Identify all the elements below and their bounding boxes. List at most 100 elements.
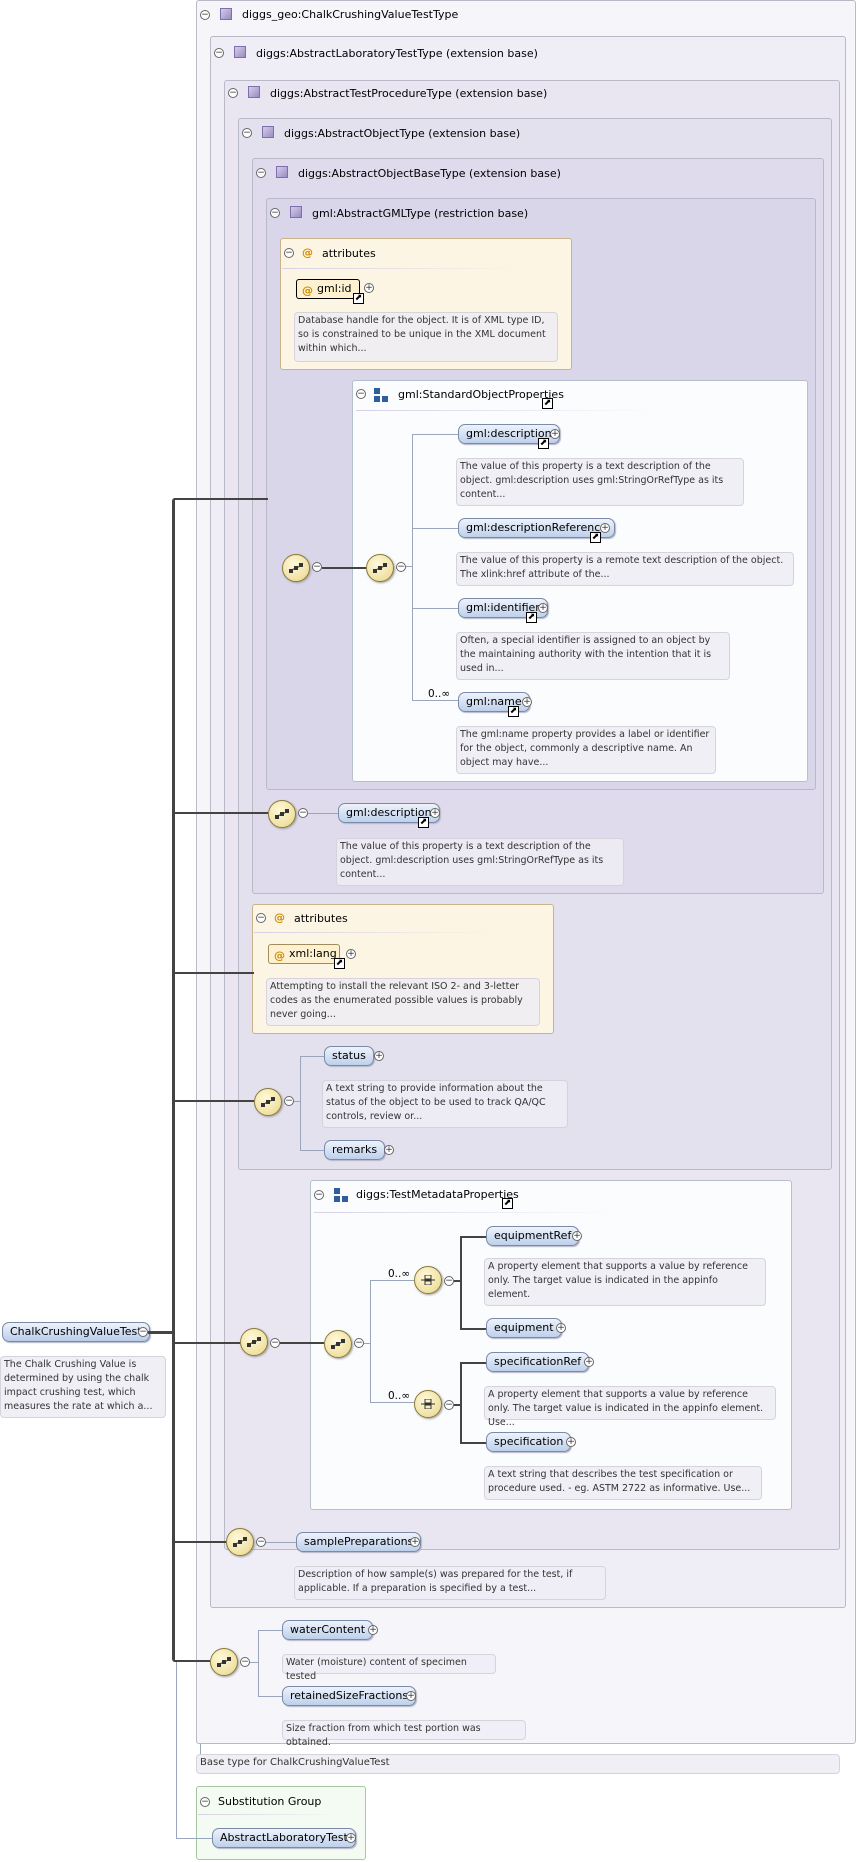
- sequence-compositor-icon[interactable]: [210, 1648, 238, 1676]
- collapse-icon[interactable]: −: [256, 913, 266, 923]
- collapse-icon[interactable]: −: [270, 208, 280, 218]
- connector: [174, 1541, 226, 1543]
- connector: [258, 1696, 282, 1697]
- expand-icon[interactable]: +: [364, 283, 374, 293]
- complex-type-icon: [234, 46, 246, 58]
- connector: [460, 1236, 462, 1328]
- connector: [176, 1662, 177, 1838]
- connector: [258, 1630, 259, 1696]
- expand-icon[interactable]: +: [346, 1833, 356, 1843]
- sample-preparations-element[interactable]: samplePreparations: [296, 1532, 422, 1552]
- expand-icon[interactable]: +: [538, 603, 548, 613]
- equipment-element[interactable]: equipment: [486, 1318, 562, 1338]
- sequence-compositor-icon[interactable]: [226, 1528, 254, 1556]
- specification-element[interactable]: specification: [486, 1432, 572, 1452]
- connector: [200, 1744, 201, 1754]
- gml-attributes-title: attributes: [322, 247, 376, 260]
- connector: [174, 1660, 210, 1662]
- collapse-icon[interactable]: −: [354, 1338, 364, 1348]
- expand-icon[interactable]: +: [368, 1625, 378, 1635]
- collapse-icon[interactable]: −: [242, 128, 252, 138]
- objbase-gml-description-element[interactable]: gml:description: [338, 803, 440, 823]
- expand-icon[interactable]: +: [566, 1437, 576, 1447]
- collapse-icon[interactable]: −: [298, 808, 308, 818]
- reference-arrow-icon[interactable]: ⬈: [353, 293, 364, 304]
- attribute-icon: @: [302, 284, 313, 297]
- gml-identifier-element[interactable]: gml:identifier: [458, 598, 548, 618]
- status-element[interactable]: status: [324, 1046, 374, 1066]
- expand-icon[interactable]: +: [522, 697, 532, 707]
- sequence-compositor-icon[interactable]: [282, 554, 310, 582]
- gml-description-element[interactable]: gml:description: [458, 424, 560, 444]
- reference-arrow-icon[interactable]: ⬈: [502, 1198, 513, 1209]
- expand-icon[interactable]: +: [584, 1357, 594, 1367]
- collapse-icon[interactable]: −: [214, 48, 224, 58]
- remarks-element[interactable]: remarks: [324, 1140, 386, 1160]
- collapse-icon[interactable]: −: [314, 1190, 324, 1200]
- collapse-icon[interactable]: −: [138, 1327, 148, 1337]
- collapse-icon[interactable]: −: [444, 1276, 454, 1286]
- specification-ref-element[interactable]: specificationRef: [486, 1352, 590, 1372]
- reference-arrow-icon[interactable]: ⬈: [590, 532, 601, 543]
- reference-arrow-icon[interactable]: ⬈: [418, 817, 429, 828]
- expand-icon[interactable]: +: [572, 1231, 582, 1241]
- sequence-compositor-icon[interactable]: [254, 1088, 282, 1116]
- gml-id-doc: Database handle for the object. It is of…: [294, 312, 558, 362]
- expand-icon[interactable]: +: [600, 523, 610, 533]
- retained-size-fractions-element[interactable]: retainedSizeFractions: [282, 1686, 417, 1706]
- xml-lang-doc: Attempting to install the relevant ISO 2…: [266, 978, 540, 1026]
- reference-arrow-icon[interactable]: ⬈: [538, 438, 549, 449]
- sequence-compositor-icon[interactable]: [268, 800, 296, 828]
- root-element[interactable]: ChalkCrushingValueTest: [2, 1322, 150, 1342]
- connector: [322, 567, 366, 569]
- collapse-icon[interactable]: −: [284, 1096, 294, 1106]
- sample-preparations-doc: Description of how sample(s) was prepare…: [294, 1566, 606, 1600]
- expand-icon[interactable]: +: [556, 1323, 566, 1333]
- expand-icon[interactable]: +: [550, 429, 560, 439]
- expand-icon[interactable]: +: [384, 1145, 394, 1155]
- xml-lang-attribute[interactable]: @ xml:lang: [268, 944, 340, 964]
- choice-compositor-icon[interactable]: [414, 1390, 442, 1418]
- collapse-icon[interactable]: −: [284, 248, 294, 258]
- water-content-element[interactable]: waterContent: [282, 1620, 374, 1640]
- connector: [370, 1402, 414, 1403]
- connector: [412, 434, 413, 700]
- expand-icon[interactable]: +: [346, 949, 356, 959]
- collapse-icon[interactable]: −: [396, 562, 406, 572]
- collapse-icon[interactable]: −: [256, 168, 266, 178]
- sequence-compositor-icon[interactable]: [366, 554, 394, 582]
- reference-arrow-icon[interactable]: ⬈: [334, 958, 345, 969]
- connector: [250, 1662, 258, 1663]
- sequence-compositor-icon[interactable]: [324, 1330, 352, 1358]
- reference-arrow-icon[interactable]: ⬈: [508, 706, 519, 717]
- obj-attributes-title: attributes: [294, 912, 348, 925]
- expand-icon[interactable]: +: [406, 1691, 416, 1701]
- equipment-ref-element[interactable]: equipmentRef: [486, 1226, 580, 1246]
- reference-arrow-icon[interactable]: ⬈: [542, 398, 553, 409]
- collapse-icon[interactable]: −: [356, 389, 366, 399]
- connector: [412, 608, 458, 609]
- separator: [282, 268, 522, 269]
- expand-icon[interactable]: +: [410, 1537, 420, 1547]
- expand-icon[interactable]: +: [430, 808, 440, 818]
- gml-description-reference-doc: The value of this property is a remote t…: [456, 552, 794, 586]
- collapse-icon[interactable]: −: [444, 1400, 454, 1410]
- collapse-icon[interactable]: −: [200, 10, 210, 20]
- sequence-compositor-icon[interactable]: [240, 1328, 268, 1356]
- complex-type-icon: [262, 126, 274, 138]
- abstract-laboratory-test-element[interactable]: AbstractLaboratoryTest: [212, 1828, 356, 1848]
- collapse-icon[interactable]: −: [200, 1797, 210, 1807]
- collapse-icon[interactable]: −: [270, 1338, 280, 1348]
- gml-id-attribute[interactable]: @ gml:id: [296, 279, 360, 299]
- collapse-icon[interactable]: −: [312, 562, 322, 572]
- collapse-icon[interactable]: −: [256, 1537, 266, 1547]
- gml-description-reference-element[interactable]: gml:descriptionReference: [458, 518, 616, 538]
- gml-type-label: gml:AbstractGMLType (restriction base): [312, 207, 529, 220]
- choice-compositor-icon[interactable]: [414, 1266, 442, 1294]
- reference-arrow-icon[interactable]: ⬈: [526, 612, 537, 623]
- collapse-icon[interactable]: −: [228, 88, 238, 98]
- collapse-icon[interactable]: −: [240, 1657, 250, 1667]
- expand-icon[interactable]: +: [374, 1051, 384, 1061]
- connector: [308, 813, 338, 814]
- connector: [370, 1280, 414, 1281]
